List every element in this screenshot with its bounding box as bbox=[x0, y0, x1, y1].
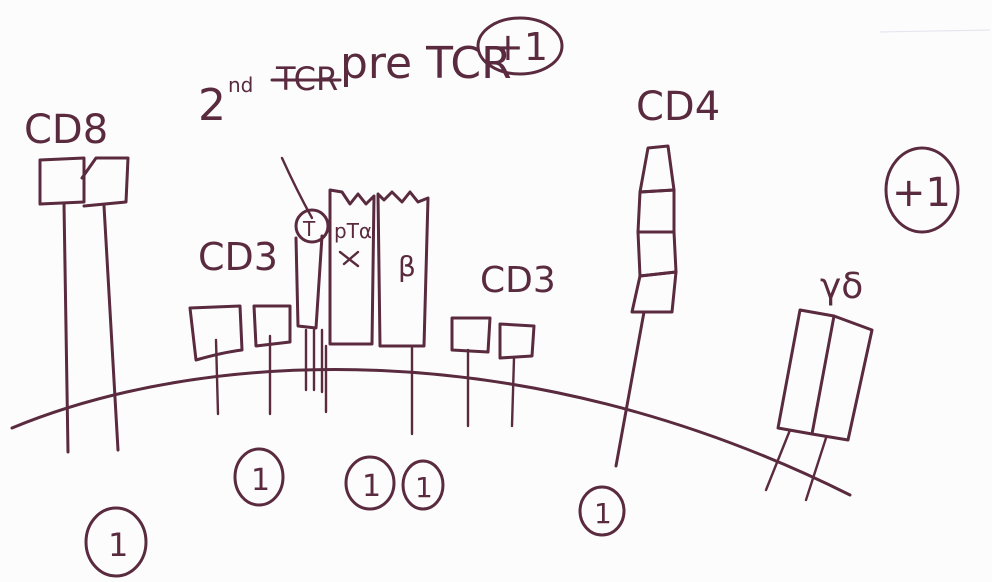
beta-label: β bbox=[398, 250, 416, 283]
mark-circle bbox=[578, 485, 626, 537]
circled-mark-3: 1 bbox=[344, 455, 396, 511]
mark-circle bbox=[401, 459, 445, 511]
title-pointer-line bbox=[280, 156, 314, 220]
circled-mark-4: 1 bbox=[401, 459, 445, 511]
cd3-right-stalk-b bbox=[510, 356, 516, 428]
title-main: pre TCR bbox=[340, 38, 512, 89]
mark-text: 1 bbox=[415, 471, 433, 504]
delta-stalk bbox=[804, 436, 828, 502]
title-superscript: nd bbox=[228, 73, 253, 97]
cd8-stalk-right bbox=[102, 204, 120, 452]
cd4-stalk bbox=[614, 310, 646, 468]
t-label: T bbox=[302, 217, 316, 241]
title: 2 nd TCR pre TCR +1 bbox=[198, 16, 564, 131]
title-score-circle bbox=[476, 16, 564, 76]
cd4-domain-4 bbox=[630, 270, 678, 314]
circled-mark-5: 1 bbox=[578, 485, 626, 537]
gamma-chain bbox=[776, 308, 836, 436]
cd3-right-molecule bbox=[450, 316, 536, 428]
pre-tcr-complex: T pTα β bbox=[280, 156, 430, 436]
t-column bbox=[294, 234, 324, 330]
cd4-domain-3 bbox=[636, 230, 678, 278]
mark-text: 1 bbox=[594, 497, 612, 530]
cd3-left-molecule bbox=[188, 304, 292, 416]
mark-circle bbox=[84, 506, 148, 578]
cd8-molecule bbox=[38, 156, 130, 454]
title-prefix: 2 bbox=[198, 80, 226, 131]
cd3-left-stalk-a bbox=[214, 338, 220, 416]
side-score: +1 bbox=[884, 146, 960, 234]
cd3-right-domain-a bbox=[450, 316, 492, 354]
cd8-stalk-left bbox=[62, 202, 70, 454]
cd3-left-label: CD3 bbox=[198, 235, 278, 279]
gamma-delta-molecule bbox=[764, 308, 874, 502]
gamma-delta-label: γδ bbox=[820, 266, 863, 307]
gamma-stalk bbox=[764, 428, 792, 492]
ptalpha-column bbox=[328, 188, 376, 346]
mark-text: 1 bbox=[251, 463, 270, 498]
cd4-molecule bbox=[614, 144, 678, 468]
cd4-label: CD4 bbox=[636, 84, 720, 130]
circled-mark-2: 1 bbox=[233, 447, 285, 507]
mark-text: 1 bbox=[108, 526, 128, 564]
circled-mark-1: 1 bbox=[84, 506, 148, 578]
side-score-text: +1 bbox=[892, 170, 951, 216]
ptalpha-scribble bbox=[338, 250, 360, 268]
cd3-left-domain-b bbox=[252, 304, 292, 348]
cd8-label: CD8 bbox=[24, 107, 108, 153]
ptalpha-label: pTα bbox=[334, 219, 372, 243]
mark-circle bbox=[233, 447, 285, 507]
t-head bbox=[294, 208, 330, 244]
cd8-domain-left bbox=[38, 156, 86, 206]
beta-column bbox=[376, 190, 430, 348]
cd3-right-domain-b bbox=[498, 322, 536, 360]
top-right-stroke bbox=[879, 29, 991, 33]
cd8-domain-right bbox=[80, 156, 130, 208]
cell-membrane bbox=[10, 368, 852, 497]
cd3-right-label: CD3 bbox=[480, 260, 556, 301]
cd4-domain-1 bbox=[638, 144, 676, 194]
side-score-circle bbox=[884, 146, 960, 234]
mark-text: 1 bbox=[362, 469, 381, 504]
cd4-domain-2 bbox=[636, 188, 676, 234]
delta-chain bbox=[810, 314, 874, 442]
title-score: +1 bbox=[492, 25, 548, 69]
cd3-left-domain-a bbox=[188, 304, 244, 362]
mark-circle bbox=[344, 455, 396, 511]
